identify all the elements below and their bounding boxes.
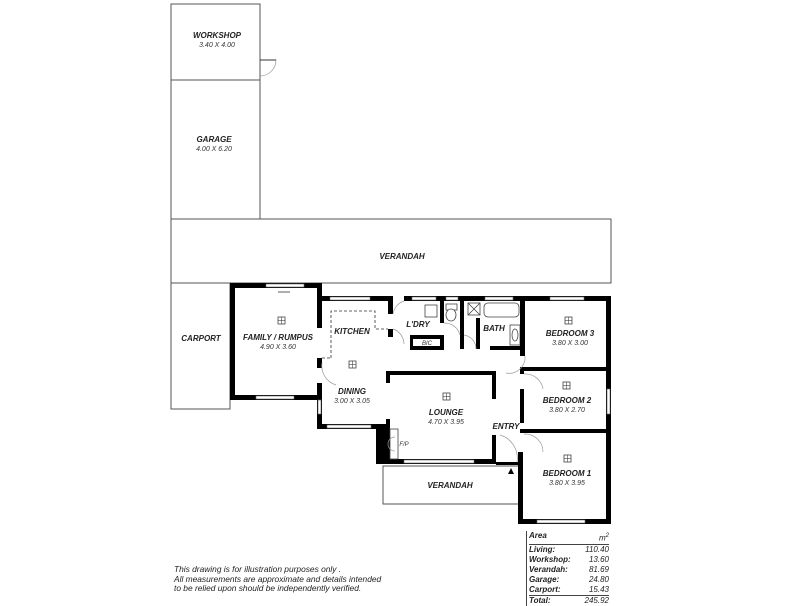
room-dim-bedroom-2: 3.80 X 2.70 [549, 407, 585, 414]
room-label-lounge: LOUNGE [429, 408, 464, 417]
area-value: 245.92 [584, 595, 609, 605]
room-label-bedroom-3: BEDROOM 3 [546, 329, 595, 338]
area-value: 81.69 [588, 564, 609, 574]
area-row: Workshop: 13.60 [529, 555, 609, 565]
room-label-laundry: L'DRY [406, 320, 430, 329]
light-icon [563, 454, 572, 463]
area-header-unit: m2 [599, 531, 609, 544]
area-value: 110.40 [585, 544, 609, 554]
area-row: Garage: 24.80 [529, 575, 609, 585]
light-icon [277, 316, 286, 325]
disclaimer-line: This drawing is for illustration purpose… [174, 564, 342, 574]
room-dim-lounge: 4.70 X 3.95 [428, 419, 464, 426]
area-label: Verandah: [529, 564, 568, 574]
disclaimer: This drawing is for illustration purpose… [174, 564, 382, 594]
area-total-row: Total: 245.92 [529, 594, 609, 606]
room-dim-workshop: 3.40 X 4.00 [199, 42, 235, 49]
room-dim-bedroom-1: 3.80 X 3.95 [549, 480, 585, 487]
area-row: Verandah: 81.69 [529, 565, 609, 575]
house-walls: F/P [230, 283, 611, 524]
room-label-bedroom-2: BEDROOM 2 [543, 396, 592, 405]
room-dim-bedroom-3: 3.80 X 3.00 [552, 340, 588, 347]
disclaimer-line: to be relied upon should be independentl… [174, 583, 362, 593]
room-label-workshop: WORKSHOP [193, 31, 242, 40]
area-label: Total: [529, 595, 551, 605]
light-icon [564, 316, 573, 325]
unit: m [598, 533, 606, 543]
light-icon [348, 360, 357, 369]
room-label-bedroom-1: BEDROOM 1 [543, 469, 592, 478]
room-label-bic: BIC [422, 341, 433, 347]
room-label-garage: GARAGE [196, 135, 232, 144]
area-label: Living: [529, 544, 556, 554]
unit-sup: 2 [605, 533, 609, 539]
area-label: Carport: [529, 584, 561, 594]
room-dim-garage: 4.00 X 6.20 [196, 146, 232, 153]
area-label: Workshop: [529, 554, 571, 564]
area-row: Carport: 15.43 [529, 585, 609, 595]
room-label-kitchen: KITCHEN [334, 327, 370, 336]
light-icon [442, 392, 451, 401]
workshop: WORKSHOP 3.40 X 4.00 [170, 3, 277, 81]
area-value: 15.43 [588, 584, 609, 594]
area-value: 13.60 [588, 554, 609, 564]
area-header-label: Area [529, 531, 547, 540]
room-label-verandah-front: VERANDAH [427, 481, 473, 490]
verandah-rear: VERANDAH [170, 218, 612, 284]
room-label-carport: CARPORT [181, 334, 222, 343]
room-label-entry: ENTRY [493, 422, 521, 431]
room-label-fireplace: F/P [399, 442, 408, 448]
light-icon [562, 381, 571, 390]
area-row: Living: 110.40 [529, 545, 609, 555]
room-label-bath: BATH [483, 324, 505, 333]
area-label: Garage: [529, 574, 560, 584]
area-table-header: Area m2 [529, 531, 609, 545]
room-dim-dining: 3.00 X 3.05 [334, 398, 370, 405]
room-label-dining: DINING [338, 387, 366, 396]
room-label-verandah-rear: VERANDAH [379, 252, 425, 261]
room-dim-family: 4.90 X 3.60 [260, 344, 296, 351]
verandah-front: VERANDAH [382, 465, 522, 505]
area-value: 24.80 [588, 574, 609, 584]
area-table: Area m2 Living: 110.40 Workshop: 13.60 Ver… [526, 531, 609, 606]
disclaimer-line: All measurements are approximate and det… [174, 573, 382, 584]
carport: CARPORT [170, 282, 231, 410]
garage: GARAGE 4.00 X 6.20 [170, 79, 261, 220]
light-fixtures [277, 316, 573, 463]
room-label-family: FAMILY / RUMPUS [243, 333, 314, 342]
